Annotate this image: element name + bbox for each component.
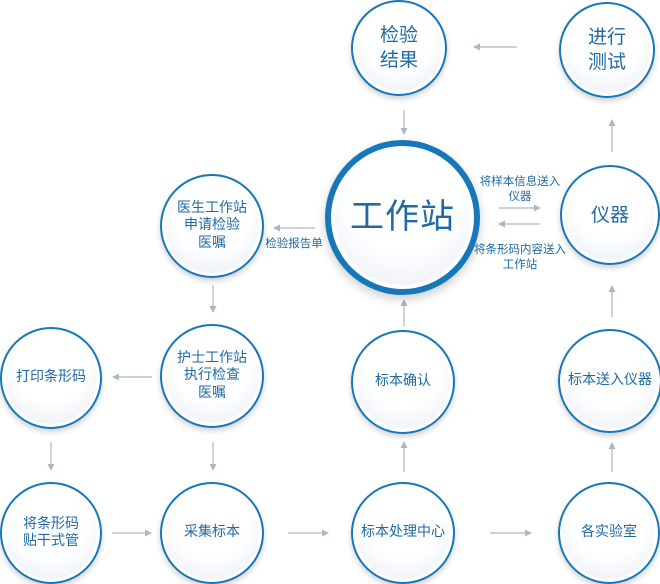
node-send-to-instrument: 标本送入仪器 [558, 329, 660, 433]
node-workstation-hub: 工作站 [325, 140, 480, 295]
node-print-barcode: 打印条形码 [0, 327, 102, 429]
node-label: 将条形码 贴干式管 [23, 515, 79, 550]
node-label: 进行 测试 [587, 26, 626, 73]
node-label: 各实验室 [581, 524, 637, 541]
node-label: 采集标本 [184, 524, 240, 541]
node-laboratories: 各实验室 [558, 482, 660, 584]
node-stick-barcode: 将条形码 贴干式管 [0, 482, 102, 584]
node-label: 标本送入仪器 [568, 372, 652, 389]
node-label: 标本处理中心 [361, 524, 445, 541]
node-label: 仪器 [590, 203, 629, 226]
node-collect-specimen: 采集标本 [160, 482, 264, 584]
node-inspection-result: 检验 结果 [351, 0, 447, 96]
node-processing-center: 标本处理中心 [351, 482, 455, 584]
edge-label-to-instrument: 将样本信息送入 仪器 [479, 174, 561, 203]
edge-label-to-workstation: 将条形码内容送入 工作站 [474, 242, 566, 271]
hub-label: 工作站 [350, 197, 455, 238]
node-specimen-confirm: 标本确认 [351, 330, 455, 434]
node-label: 医生工作站 申请检验 医嘱 [177, 199, 247, 251]
node-nurse-workstation: 护士工作站 执行检查 医嘱 [160, 324, 264, 428]
edge-label-report: 检验报告单 [265, 236, 323, 250]
node-label: 打印条形码 [16, 369, 86, 386]
node-run-test: 进行 测试 [559, 2, 655, 98]
node-label: 护士工作站 执行检查 医嘱 [177, 349, 247, 401]
node-label: 检验 结果 [379, 24, 418, 71]
node-instrument: 仪器 [560, 165, 660, 265]
node-label: 标本确认 [375, 373, 431, 390]
node-doctor-workstation: 医生工作站 申请检验 医嘱 [160, 174, 264, 278]
